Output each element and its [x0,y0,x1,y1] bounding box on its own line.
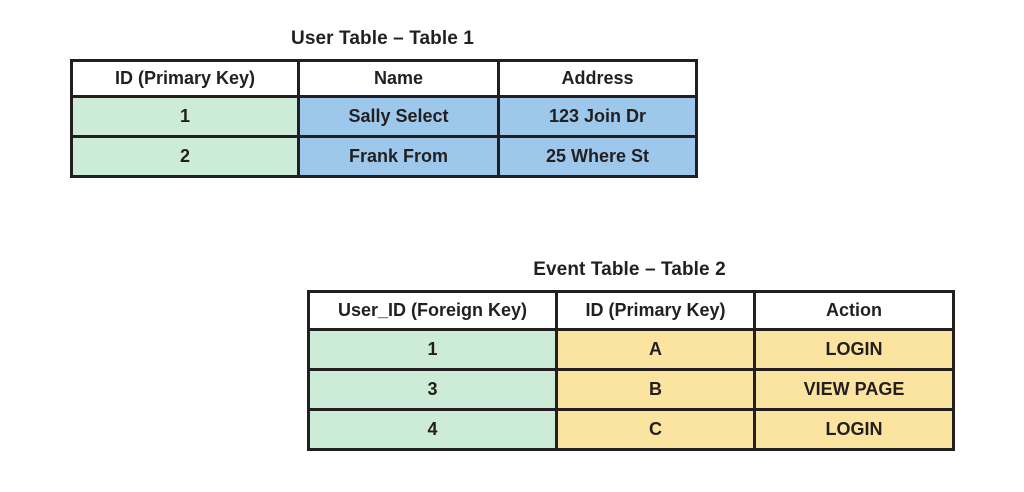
column-header-address: Address [497,59,698,98]
cell-event-id: B [555,368,756,411]
table-row: 3 B VIEW PAGE [307,368,955,411]
cell-event-user-id: 1 [307,328,558,371]
table-row: 4 C LOGIN [307,408,955,451]
column-header-name: Name [297,59,500,98]
table-row: 2 Frank From 25 Where St [70,135,698,178]
event-table: User_ID (Foreign Key) ID (Primary Key) A… [307,290,955,451]
cell-event-user-id: 3 [307,368,558,411]
column-header-foreign-key: User_ID (Foreign Key) [307,290,558,331]
user-table-block: User Table – Table 1 ID (Primary Key) Na… [70,28,698,178]
cell-event-action: LOGIN [753,328,955,371]
cell-user-address: 123 Join Dr [497,95,698,138]
cell-event-id: C [555,408,756,451]
event-table-block: Event Table – Table 2 User_ID (Foreign K… [307,259,955,451]
cell-event-action: VIEW PAGE [753,368,955,411]
column-header-user-id: ID (Primary Key) [70,59,300,98]
user-table: ID (Primary Key) Name Address 1 Sally Se… [70,59,698,178]
table-row: 1 A LOGIN [307,328,955,371]
cell-user-name: Sally Select [297,95,500,138]
table-row: 1 Sally Select 123 Join Dr [70,95,698,138]
column-header-action: Action [753,290,955,331]
user-table-title: User Table – Table 1 [291,28,474,49]
column-header-primary-key: ID (Primary Key) [555,290,756,331]
table-header-row: ID (Primary Key) Name Address [70,59,698,98]
cell-user-id: 2 [70,135,300,178]
cell-user-name: Frank From [297,135,500,178]
cell-user-address: 25 Where St [497,135,698,178]
cell-event-user-id: 4 [307,408,558,451]
cell-event-action: LOGIN [753,408,955,451]
cell-event-id: A [555,328,756,371]
table-header-row: User_ID (Foreign Key) ID (Primary Key) A… [307,290,955,331]
cell-user-id: 1 [70,95,300,138]
event-table-title: Event Table – Table 2 [533,259,726,280]
